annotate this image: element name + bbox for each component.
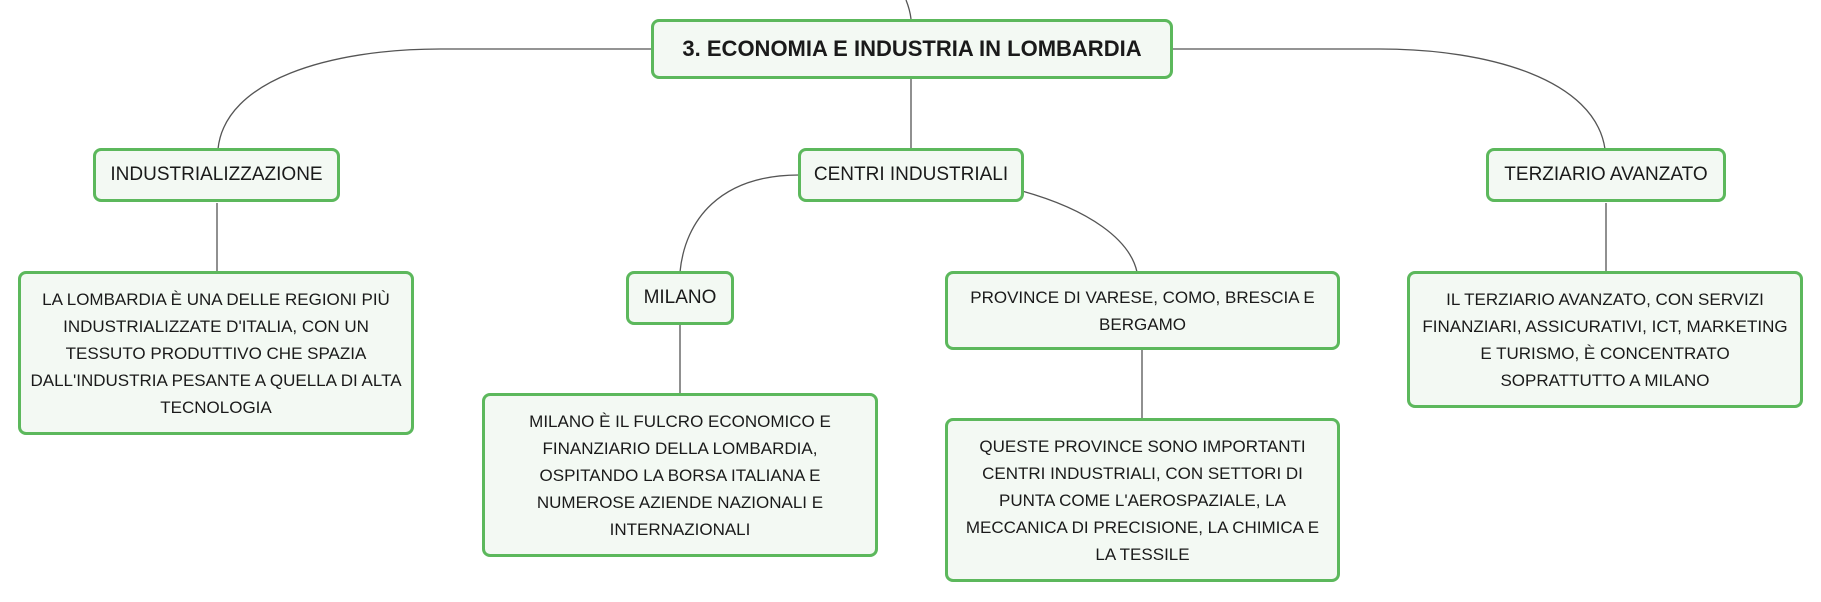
connector-centri-province bbox=[1021, 190, 1138, 273]
detail-milano[interactable]: MILANO È IL FULCRO ECONOMICO E FINANZIAR… bbox=[482, 393, 878, 557]
topic-centri-industriali[interactable]: CENTRI INDUSTRIALI bbox=[798, 148, 1024, 202]
root-topic-label: 3. ECONOMIA E INDUSTRIA IN LOMBARDIA bbox=[682, 36, 1142, 61]
root-topic-node[interactable]: 3. ECONOMIA E INDUSTRIA IN LOMBARDIA bbox=[651, 19, 1173, 79]
topic-province-label: PROVINCE DI VARESE, COMO, BRESCIA E BERG… bbox=[970, 287, 1315, 334]
detail-milano-text: MILANO È IL FULCRO ECONOMICO E FINANZIAR… bbox=[529, 411, 831, 539]
detail-terziario[interactable]: IL TERZIARIO AVANZATO, CON SERVIZI FINAN… bbox=[1407, 271, 1803, 408]
detail-province[interactable]: QUESTE PROVINCE SONO IMPORTANTI CENTRI I… bbox=[945, 418, 1340, 582]
detail-terziario-text: IL TERZIARIO AVANZATO, CON SERVIZI FINAN… bbox=[1422, 289, 1788, 390]
topic-industrializzazione[interactable]: INDUSTRIALIZZAZIONE bbox=[93, 148, 340, 202]
topic-centri-industriali-label: CENTRI INDUSTRIALI bbox=[813, 164, 1009, 185]
connector-root-industrializzazione bbox=[217, 48, 651, 150]
connector-centri-milano bbox=[679, 174, 800, 273]
detail-industrializzazione-text: LA LOMBARDIA È UNA DELLE REGIONI PIÙ IND… bbox=[30, 289, 402, 417]
topic-terziario-avanzato-label: TERZIARIO AVANZATO bbox=[1504, 164, 1708, 185]
detail-province-text: QUESTE PROVINCE SONO IMPORTANTI CENTRI I… bbox=[965, 436, 1320, 564]
detail-industrializzazione[interactable]: LA LOMBARDIA È UNA DELLE REGIONI PIÙ IND… bbox=[18, 271, 414, 435]
connector-parent-root bbox=[905, 0, 912, 20]
topic-province[interactable]: PROVINCE DI VARESE, COMO, BRESCIA E BERG… bbox=[945, 271, 1340, 350]
topic-milano[interactable]: MILANO bbox=[626, 271, 734, 325]
topic-milano-label: MILANO bbox=[643, 287, 717, 308]
connector-root-terziario bbox=[1173, 48, 1606, 150]
topic-terziario-avanzato[interactable]: TERZIARIO AVANZATO bbox=[1486, 148, 1726, 202]
topic-industrializzazione-label: INDUSTRIALIZZAZIONE bbox=[110, 164, 323, 185]
